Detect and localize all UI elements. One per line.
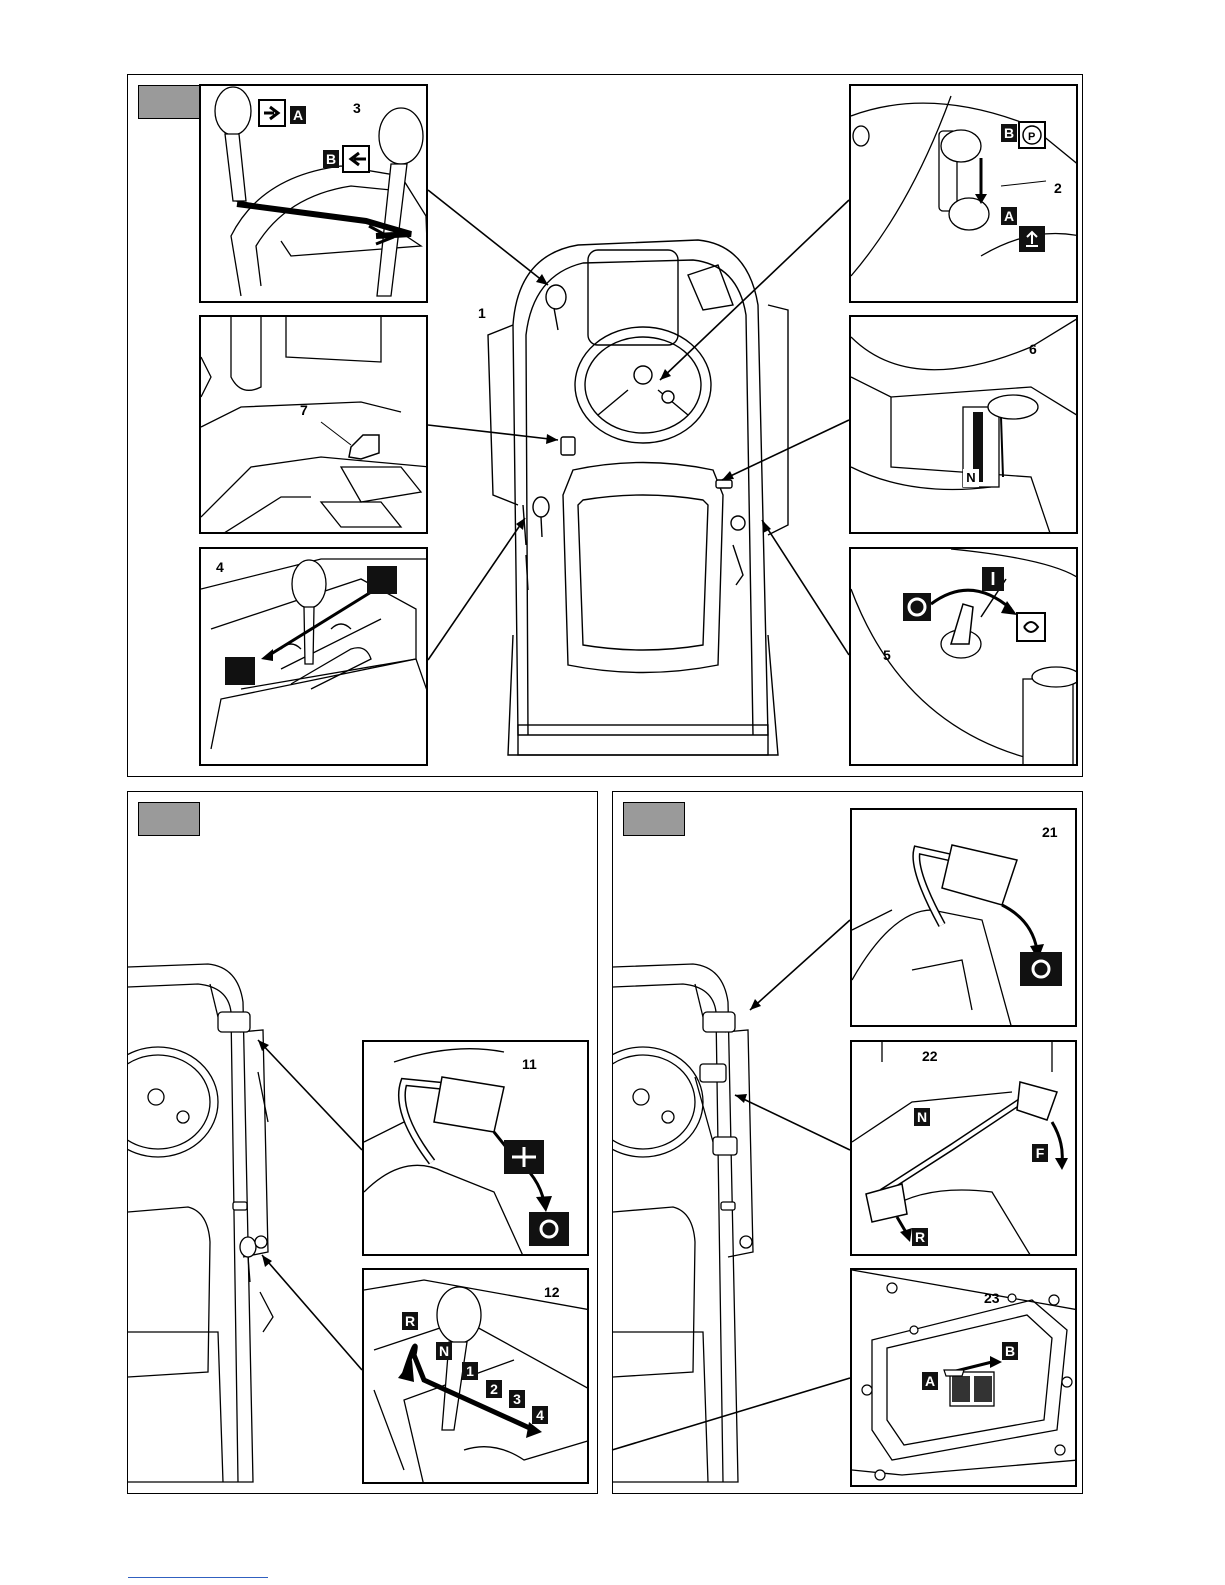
label-lift-a: A — [290, 106, 306, 124]
label-lift-b: B — [323, 150, 339, 168]
inset-gear-lever: R N 1 2 3 4 12 — [362, 1268, 589, 1484]
label-throttle-n: N — [963, 469, 979, 487]
callout-23: 23 — [984, 1290, 1000, 1306]
label-hydro-f: F — [1032, 1144, 1048, 1162]
inset-cutting-height: 4 — [199, 547, 428, 766]
inset-lift-lever: A B 3 — [199, 84, 428, 303]
callout-2: 2 — [1054, 180, 1062, 196]
inset-ignition: I 5 — [849, 547, 1078, 766]
callout-11: 11 — [522, 1056, 537, 1072]
label-gear-2: 2 — [486, 1380, 502, 1398]
callout-22: 22 — [922, 1048, 938, 1064]
ignition-off-icon — [903, 593, 931, 621]
inset-brake-pedal: 21 — [850, 808, 1077, 1027]
label-brake-b: B — [1001, 124, 1017, 142]
label-brake-a: A — [1001, 207, 1017, 225]
brake-icon — [529, 1212, 569, 1246]
inset-parking-brake: P B A 2 — [849, 84, 1078, 303]
cut-height-icon — [367, 566, 397, 594]
label-bypass-a: A — [922, 1372, 938, 1390]
label-hydro-n: N — [914, 1108, 930, 1126]
callout-4: 4 — [216, 559, 224, 575]
cut-height-icon — [225, 657, 255, 685]
inset-throttle: N 6 — [849, 315, 1078, 534]
callout-5: 5 — [883, 647, 891, 663]
label-gear-3: 3 — [509, 1390, 525, 1408]
label-hydro-r: R — [912, 1228, 928, 1246]
footer-rule — [128, 1577, 268, 1578]
label-gear-n: N — [436, 1342, 452, 1360]
inset-clutch-pedal: 11 — [362, 1040, 589, 1256]
callout-21: 21 — [1042, 824, 1058, 840]
label-bypass-b: B — [1002, 1342, 1018, 1360]
inset-cruise-button: 7 — [199, 315, 428, 534]
callout-3: 3 — [353, 100, 361, 116]
svg-text:P: P — [1028, 131, 1035, 143]
callout-6: 6 — [1029, 341, 1037, 357]
callout-7: 7 — [300, 402, 308, 418]
brake-icon — [1020, 952, 1062, 986]
callout-12: 12 — [544, 1284, 560, 1300]
label-gear-1: 1 — [462, 1362, 478, 1380]
start-icon — [1017, 613, 1045, 641]
callout-1: 1 — [478, 305, 486, 321]
inset-bypass: A B 23 — [850, 1268, 1077, 1487]
label-ignition-i: I — [982, 567, 1004, 591]
label-gear-4: 4 — [532, 1406, 548, 1424]
inset-hydro-pedal: N F R 22 — [850, 1040, 1077, 1256]
label-gear-r: R — [402, 1312, 418, 1330]
